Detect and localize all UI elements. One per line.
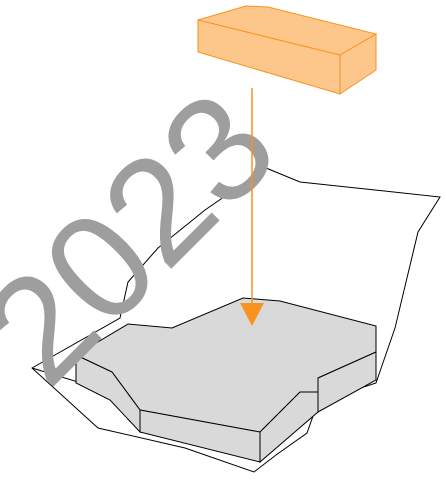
placement-arrow: [240, 88, 264, 326]
existing-building: [74, 297, 377, 464]
arrow-head: [240, 303, 264, 326]
site-outline: [31, 167, 441, 473]
site-outline-path: [31, 167, 441, 473]
new-volume-block: [196, 5, 378, 95]
block-right-face: [339, 33, 377, 95]
building-right-face-back: [317, 351, 377, 413]
site-inner-edge: [31, 367, 79, 383]
